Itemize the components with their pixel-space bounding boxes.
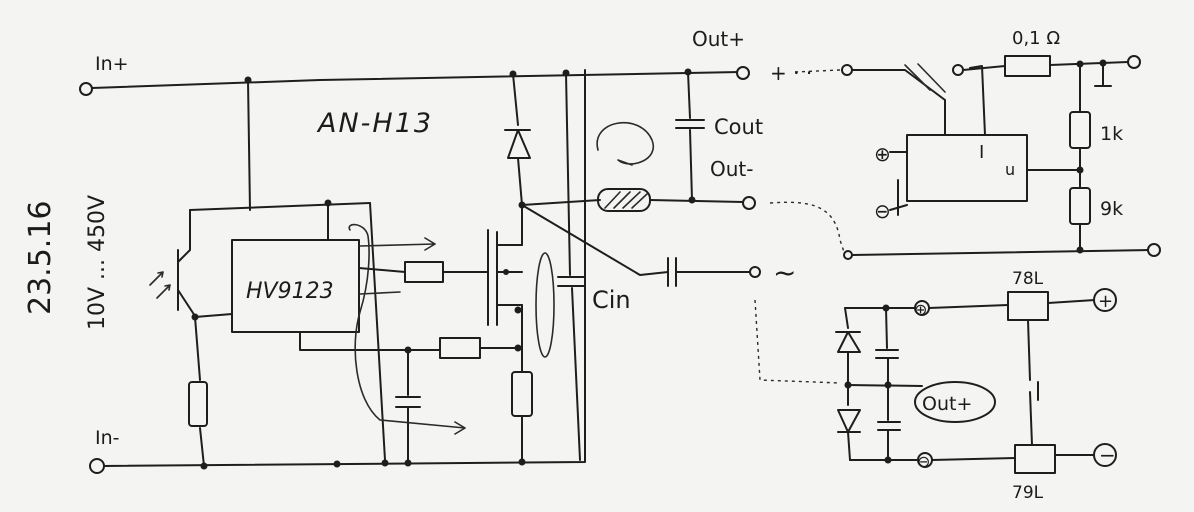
meter-module [906, 134, 1028, 202]
circ-minus-label: ⊖ [917, 452, 930, 471]
ic-label: HV9123 [246, 279, 334, 304]
r1k-label: 1k [1100, 123, 1123, 145]
out-plus-box-label: Out+ [922, 393, 972, 415]
in-minus-terminal [89, 458, 105, 474]
in-plus-terminal [79, 82, 93, 96]
in-plus-label: In+ [95, 53, 129, 75]
out-plus-terminal [736, 66, 750, 80]
date-label: 23.5.16 [23, 200, 58, 315]
voltage-range-label: 10V ... 450V [85, 195, 110, 330]
r9k-label: 9k [1100, 198, 1123, 220]
shunt-label: 0,1 Ω [1012, 28, 1060, 49]
ac-terminal [749, 266, 761, 278]
out-minus-label: Out- [710, 157, 753, 181]
main-converter: HV9123 Cin [79, 27, 796, 474]
c-in-label: Cin [592, 286, 631, 314]
reg-79-label: 79L [1012, 483, 1044, 503]
hv9123-ic [231, 239, 360, 333]
meter-plus-label: ⊕ [874, 142, 891, 166]
reg-79l [1014, 444, 1056, 474]
out-plus-ring [914, 381, 996, 423]
plus-dots-label: + · · [770, 61, 812, 85]
in-minus-label: In- [95, 427, 120, 449]
meter-minus-label: ⊖ [874, 199, 891, 223]
meter-i-label: I [979, 142, 984, 163]
c-out-label: Cout [714, 115, 763, 139]
resistor-sensor [188, 381, 208, 427]
reg-78-label: 78L [1012, 269, 1044, 289]
tilde-label: ~ [773, 256, 796, 289]
app-note-title: AN-H13 [316, 108, 433, 139]
meter-u-label: u [1005, 160, 1015, 179]
current-voltage-meter: 0,1 Ω I u ⊕ ⊖ 1k 9k [841, 28, 1161, 260]
minus-term-label: − [1099, 443, 1116, 467]
dual-supply: ⊕ 78L + Out+ ⊖ 79L − [835, 269, 1117, 503]
plus-term-label: + [1098, 291, 1113, 312]
out-plus-top-label: Out+ [692, 27, 745, 51]
circ-plus-label: ⊕ [914, 300, 927, 319]
out-minus-terminal [742, 196, 756, 210]
